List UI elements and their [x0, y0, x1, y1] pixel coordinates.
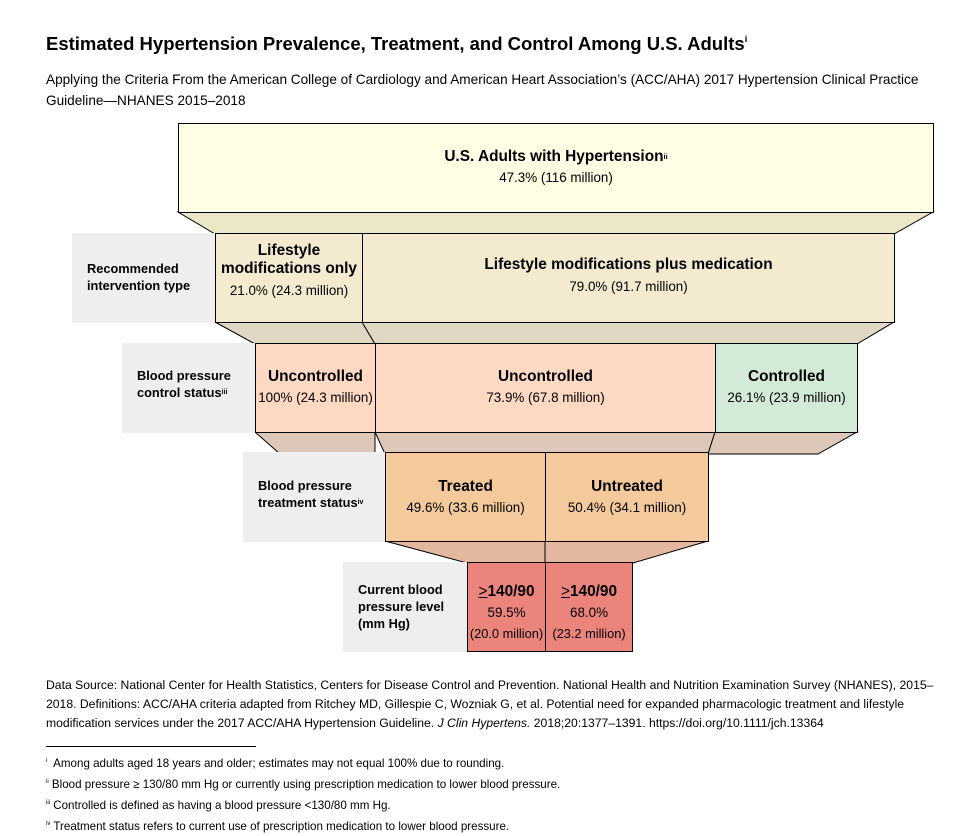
label-control-status: Blood pressure control statusiii	[122, 343, 256, 433]
data-source: Data Source: National Center for Health …	[46, 678, 934, 730]
box-bp-untreated-high: >140/90 68.0% (23.2 million)	[545, 562, 633, 652]
footnote: iv Treatment status refers to current us…	[46, 819, 510, 833]
label-intervention-type: Recommended intervention type	[72, 233, 216, 323]
box-uncontrolled-lifestyle-only: Uncontrolled 100% (24.3 million)	[255, 343, 376, 433]
footnote-divider	[46, 746, 256, 747]
label-treatment-status: Blood pressure treatment statusiv	[243, 452, 386, 542]
box-lifestyle-plus-medication: Lifestyle modifications plus medication …	[362, 233, 895, 323]
box-uncontrolled-with-medication: Uncontrolled 73.9% (67.8 million)	[375, 343, 716, 433]
connector-lifestyle-only	[214, 321, 376, 345]
footnote: ii Blood pressure ≥ 130/80 mm Hg or curr…	[46, 777, 561, 791]
footnote: iii Controlled is defined as having a bl…	[46, 798, 391, 812]
label-bp-level: Current blood pressure level (mm Hg)	[343, 562, 468, 652]
box-treated: Treated 49.6% (33.6 million)	[385, 452, 546, 542]
connector-uncontrolled-a	[253, 431, 376, 455]
chart-title: Estimated Hypertension Prevalence, Treat…	[46, 33, 748, 54]
chart-subtitle: Applying the Criteria From the American …	[46, 72, 919, 108]
connector-lifestyle-plus-med	[361, 321, 896, 345]
footnote: i Among adults aged 18 years and older; …	[46, 756, 505, 770]
connector-uncontrolled-b	[374, 431, 716, 455]
connector-top	[176, 211, 935, 235]
connector-treated	[384, 540, 546, 564]
connector-controlled	[707, 431, 859, 455]
box-adults-with-hypertension: U.S. Adults with Hypertensionii 47.3% (1…	[178, 123, 934, 213]
connector-untreated	[544, 540, 709, 564]
footnotes: i Among adults aged 18 years and older; …	[46, 752, 946, 835]
box-bp-treated-high: >140/90 59.5% (20.0 million)	[467, 562, 546, 652]
box-lifestyle-only: Lifestyle modifications only 21.0% (24.3…	[215, 233, 363, 323]
box-untreated: Untreated 50.4% (34.1 million)	[545, 452, 709, 542]
box-controlled: Controlled 26.1% (23.9 million)	[715, 343, 858, 433]
